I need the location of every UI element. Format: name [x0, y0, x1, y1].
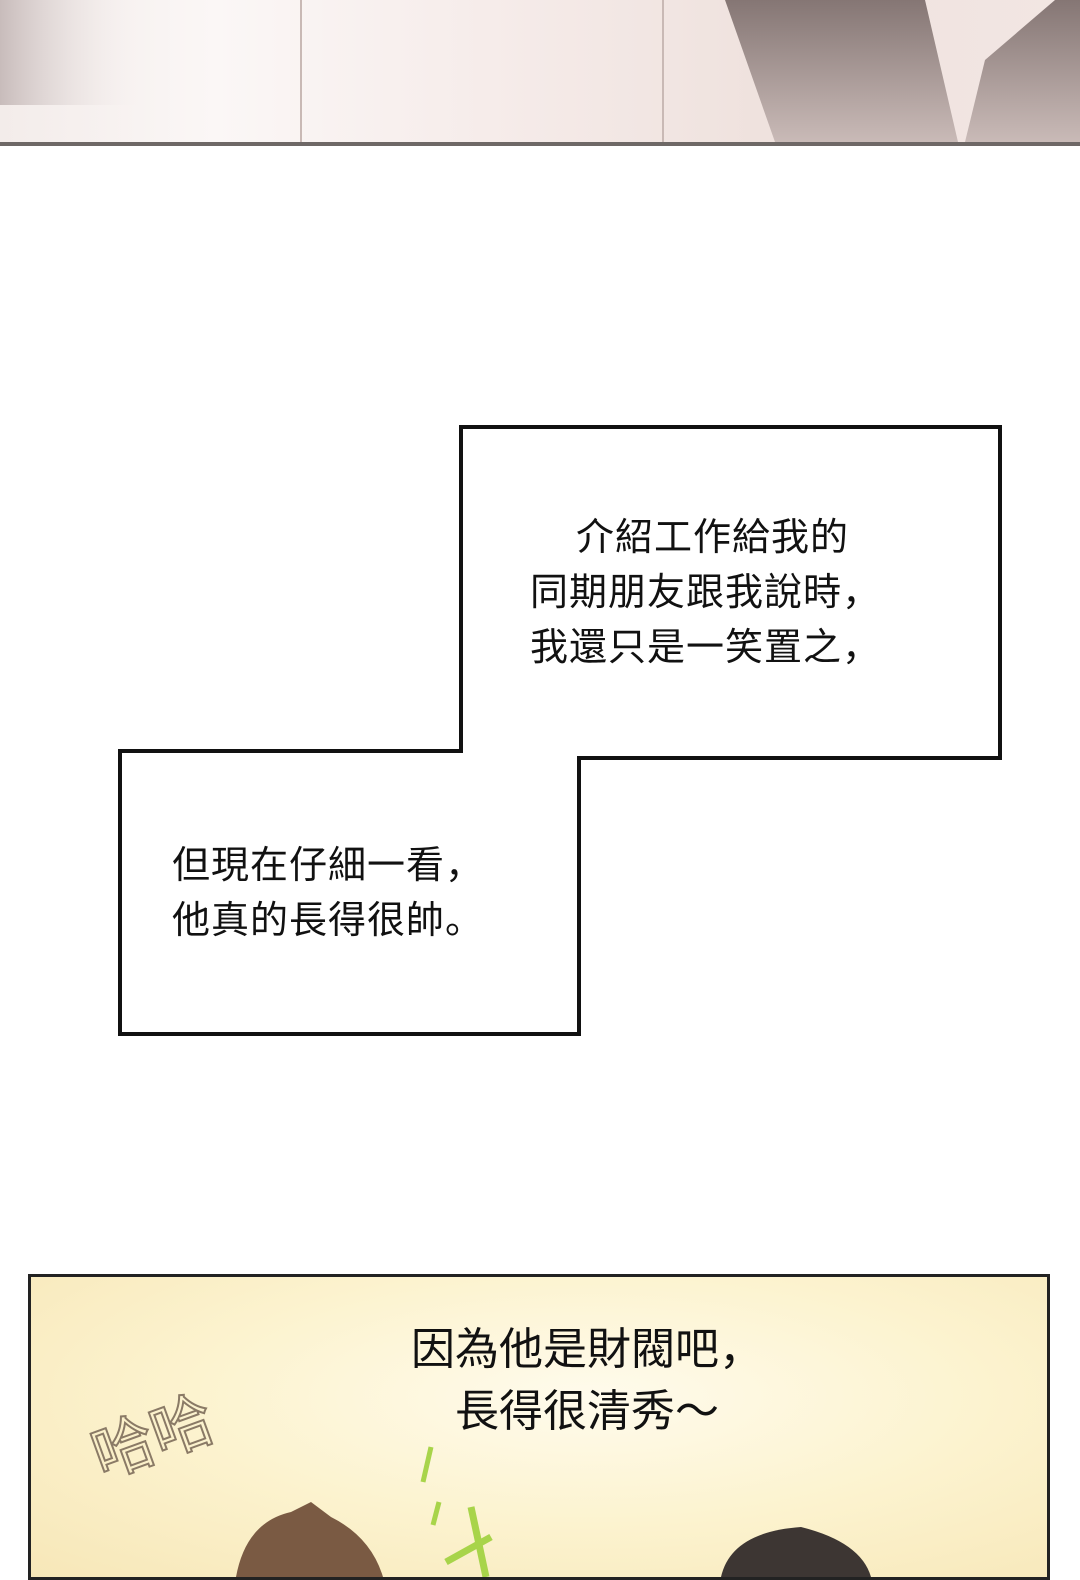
caption-box	[118, 425, 1002, 1036]
bottom-panel-illustration: 因為他是財閥吧，長得很清秀～ 哈哈	[28, 1274, 1050, 1580]
caption-line: 同期朋友跟我說時，	[530, 570, 882, 614]
characters-art	[236, 1446, 871, 1577]
figure-silhouette	[0, 0, 1080, 142]
caption-line: 但現在仔細一看，	[172, 843, 485, 887]
caption-lower: 但現在仔細一看， 他真的長得很帥。	[172, 838, 484, 948]
speech-line: 因為他是財閥吧，	[411, 1324, 763, 1375]
caption-line: 他真的長得很帥。	[172, 898, 485, 942]
caption-line: 介紹工作給我的	[576, 515, 850, 559]
caption-upper: 介紹工作給我的同期朋友跟我說時， 我還只是一笑置之，	[530, 510, 881, 675]
speech-line: 長得很清秀～	[455, 1386, 719, 1437]
caption-line: 我還只是一笑置之，	[530, 625, 882, 669]
speech-text: 因為他是財閥吧， 長得很清秀～	[411, 1319, 763, 1443]
top-panel-illustration	[0, 0, 1080, 146]
